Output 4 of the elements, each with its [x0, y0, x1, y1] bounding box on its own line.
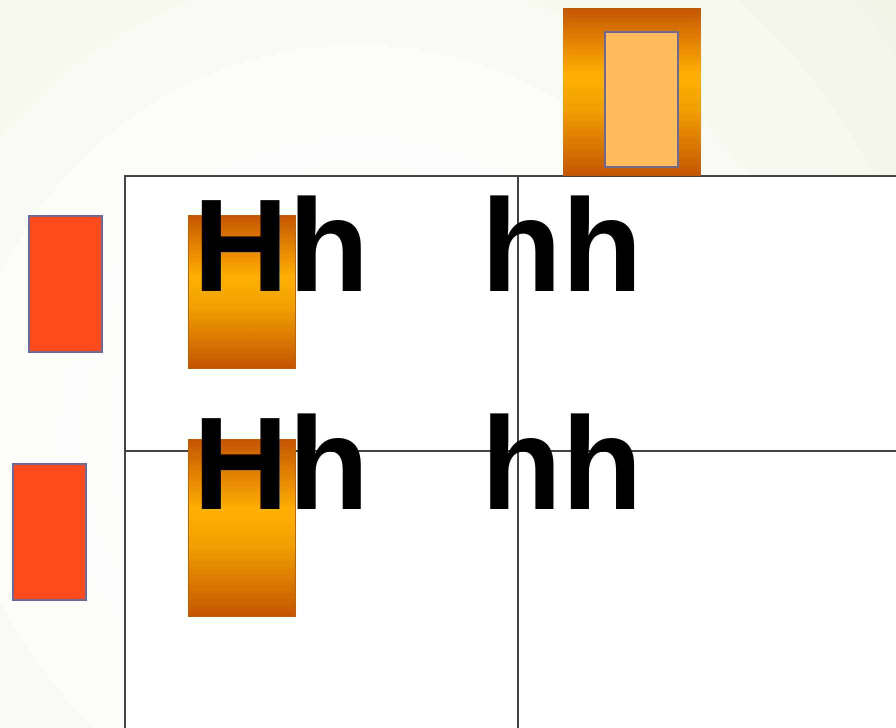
gamete-inner-bar — [604, 31, 679, 168]
gamete-bar — [28, 215, 103, 353]
gamete-bar — [12, 463, 87, 601]
gamete-bar — [563, 8, 701, 176]
